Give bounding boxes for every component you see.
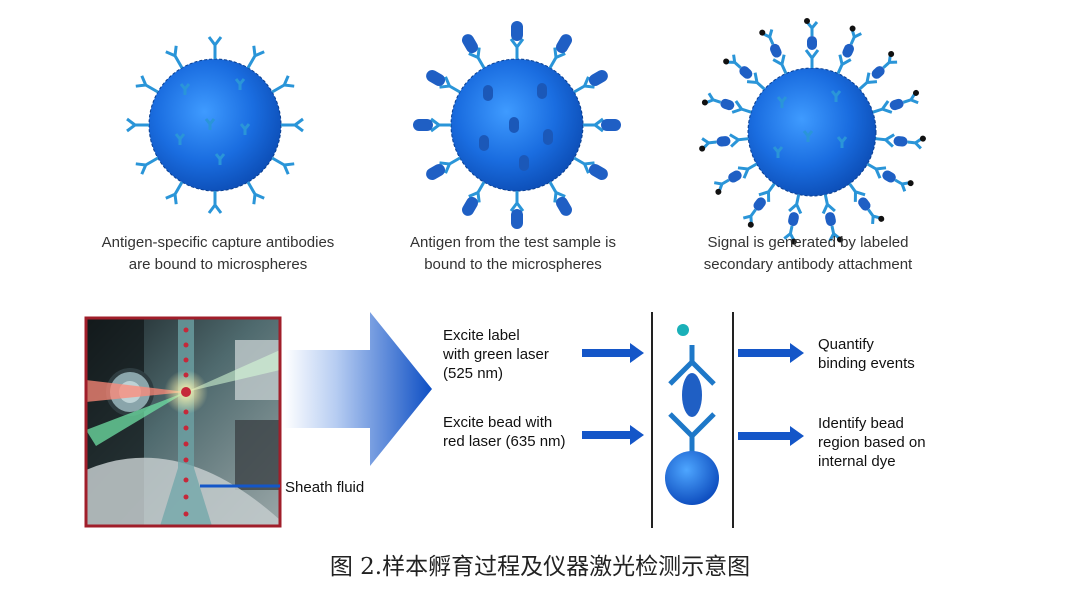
big-flow-arrow xyxy=(284,312,432,466)
green-laser-beam xyxy=(86,392,186,446)
excite-label-line2: with green laser xyxy=(443,346,549,363)
step1-caption: Antigen-specific capture antibodies are … xyxy=(68,232,368,276)
labeled-secondary-antibody-group xyxy=(699,18,926,245)
arrow-right-icon xyxy=(582,343,644,363)
identify-line1: Identify bead xyxy=(818,415,904,432)
microsphere-with-antigen xyxy=(413,21,621,229)
excite-label-line3: (525 nm) xyxy=(443,365,504,382)
quantify-line1: Quantify xyxy=(818,336,874,353)
quantify-text: Quantify binding events xyxy=(818,335,915,373)
excite-label-text: Excite label with green laser (525 nm) xyxy=(443,326,549,383)
fluorescent-label-icon xyxy=(677,324,689,336)
microsphere-bead xyxy=(665,451,719,505)
capture-antibody xyxy=(668,412,716,452)
photo-frame xyxy=(84,316,282,528)
excite-bead-line1: Excite bead with xyxy=(443,414,553,431)
figure-caption: 图 2.样本孵育过程及仪器激光检测示意图 xyxy=(329,554,751,580)
step2-caption: Antigen from the test sample is bound to… xyxy=(363,232,663,276)
step2-caption-line2: bound to the microspheres xyxy=(424,256,602,273)
flow-beads xyxy=(183,327,189,517)
arrow-right-icon xyxy=(738,426,804,446)
excite-arrows xyxy=(582,343,804,446)
microsphere xyxy=(148,58,282,192)
step1-caption-line1: Antigen-specific capture antibodies xyxy=(101,234,335,251)
bead-antibody-complex xyxy=(665,324,719,505)
step3-caption-line1: Signal is generated by labeled xyxy=(707,234,909,251)
identify-text: Identify bead region based on internal d… xyxy=(818,414,926,471)
step3-caption: Signal is generated by labeled secondary… xyxy=(658,232,958,276)
red-laser-beam xyxy=(86,380,186,402)
microsphere-capture-antibodies xyxy=(126,36,304,214)
labeled-secondary-antibody xyxy=(668,345,716,386)
antigen xyxy=(682,373,702,417)
antigen-group xyxy=(413,21,621,229)
excite-bead-text: Excite bead with red laser (635 nm) xyxy=(443,413,566,451)
flow-cell-photo xyxy=(84,316,282,528)
step1-caption-line2: are bound to microspheres xyxy=(128,256,308,273)
capture-antibody-group xyxy=(126,36,304,214)
arrow-right-icon xyxy=(582,425,644,445)
identify-line3: internal dye xyxy=(818,453,896,470)
quantify-line2: binding events xyxy=(818,355,915,372)
identify-line2: region based on xyxy=(818,434,926,451)
arrow-right-icon xyxy=(738,343,804,363)
excite-label-line1: Excite label xyxy=(443,327,520,344)
sheath-fluid-label: Sheath fluid xyxy=(285,479,365,496)
step2-caption-line1: Antigen from the test sample is xyxy=(410,234,616,251)
bead-in-laser xyxy=(181,387,191,397)
excite-bead-line2: red laser (635 nm) xyxy=(443,433,566,450)
microsphere-with-labeled-secondary-antibody xyxy=(699,18,926,245)
step3-caption-line2: secondary antibody attachment xyxy=(703,256,913,273)
